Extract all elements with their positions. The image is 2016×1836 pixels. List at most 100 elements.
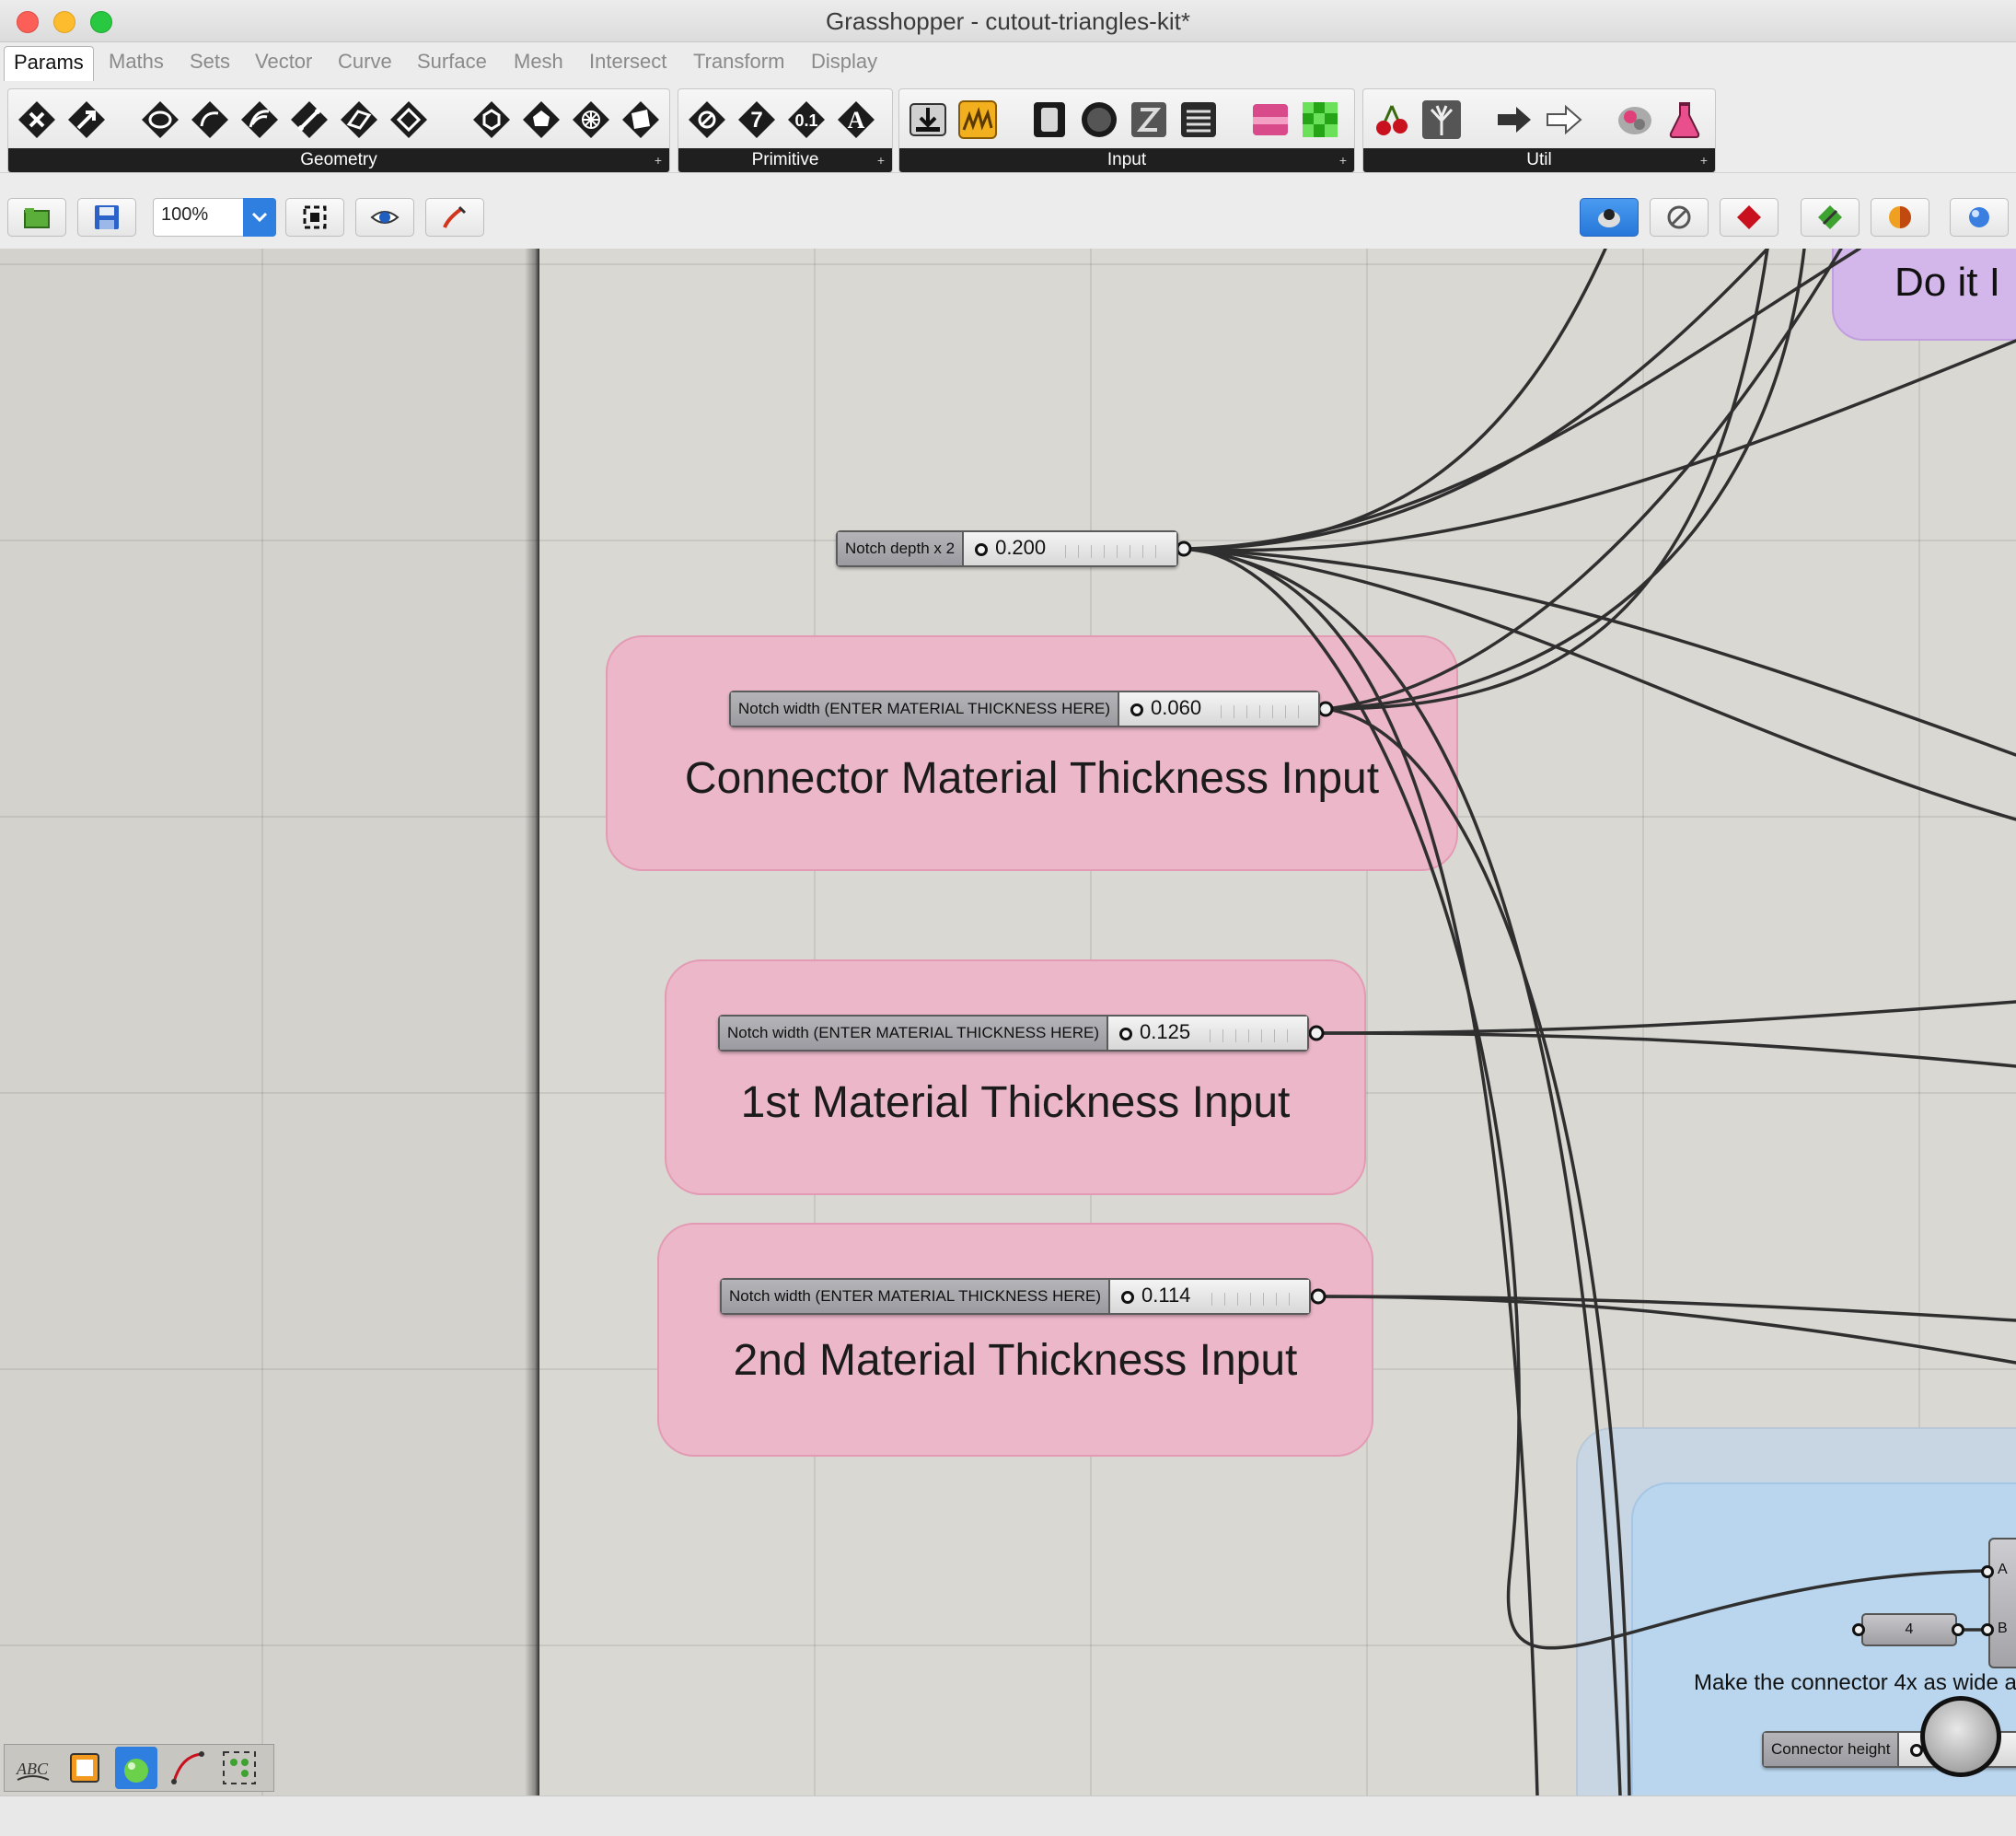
preview-render-button[interactable] xyxy=(1950,198,2009,237)
arrow-right-outline-icon[interactable] xyxy=(1542,99,1584,141)
close-window-button[interactable] xyxy=(17,11,39,33)
preview-wireframe-button[interactable] xyxy=(1650,198,1709,237)
slider-connector-notch-width-name: Notch width (ENTER MATERIAL THICKNESS HE… xyxy=(731,692,1119,726)
mesh-param-icon[interactable] xyxy=(570,99,612,141)
preview-material-button[interactable] xyxy=(1871,198,1929,237)
arrow-right-solid-icon[interactable] xyxy=(1492,99,1535,141)
plane-param-icon[interactable] xyxy=(338,99,380,141)
tab-display[interactable]: Display xyxy=(811,50,878,73)
slider-knob[interactable] xyxy=(1130,703,1143,716)
value-list-icon[interactable] xyxy=(1177,99,1220,141)
slider-knob[interactable] xyxy=(1121,1291,1134,1304)
fitness-landscape-icon[interactable] xyxy=(1614,99,1656,141)
multiplication-component[interactable]: A B xyxy=(1988,1538,2016,1668)
button-input-icon[interactable] xyxy=(1028,99,1071,141)
slider-knob[interactable] xyxy=(1119,1028,1132,1040)
vector-param-icon[interactable] xyxy=(65,99,108,141)
preview-mesh-button[interactable] xyxy=(1801,198,1860,237)
tab-maths[interactable]: Maths xyxy=(109,50,164,73)
slider-1st-notch-width-track[interactable]: 0.125 xyxy=(1108,1017,1307,1050)
integer-glyph: 7 xyxy=(750,108,762,133)
text-param-icon[interactable]: A xyxy=(835,99,877,141)
tab-surface[interactable]: Surface xyxy=(417,50,487,73)
circle-param-icon[interactable] xyxy=(139,99,181,141)
curve-widget-icon xyxy=(171,1751,204,1784)
panel-input-port[interactable] xyxy=(1852,1623,1865,1636)
number-param-icon[interactable]: 0.1 xyxy=(785,99,828,141)
panel-output-port[interactable] xyxy=(1952,1623,1964,1636)
cherry-picker-icon[interactable] xyxy=(1371,99,1413,141)
scribble-icon xyxy=(70,1753,99,1783)
window-title: Grasshopper - cutout-triangles-kit* xyxy=(826,7,1190,35)
zoom-window-button[interactable] xyxy=(90,11,112,33)
minimize-window-button[interactable] xyxy=(53,11,75,33)
flask-icon[interactable] xyxy=(1663,99,1706,141)
text-tag-widget-button[interactable]: ABC xyxy=(12,1747,54,1789)
ribbon-group-primitive: 7 0.1 A Primitive+ xyxy=(678,88,893,173)
zoom-extents-icon xyxy=(303,205,327,229)
boolean-toggle-icon[interactable] xyxy=(1078,99,1120,141)
slider-knob[interactable] xyxy=(975,543,989,556)
gradient-icon[interactable] xyxy=(1249,99,1292,141)
slider-notch-depth-track[interactable]: 0.200 xyxy=(964,532,1176,565)
point-param-icon[interactable] xyxy=(16,99,58,141)
tab-sets[interactable]: Sets xyxy=(190,50,231,73)
zoom-extents-button[interactable] xyxy=(285,198,344,237)
grasshopper-canvas[interactable]: Do it I Connector Material Thickness Inp… xyxy=(0,249,2016,1795)
group-connector-material-thickness[interactable]: Connector Material Thickness Input xyxy=(606,635,1458,871)
tab-intersect[interactable]: Intersect xyxy=(589,50,667,73)
surface-param-icon[interactable] xyxy=(620,99,662,141)
curve-widget-button[interactable] xyxy=(167,1747,209,1789)
tab-vector[interactable]: Vector xyxy=(255,50,313,73)
component-ribbon: Geometry+ 7 0.1 A Primitive+ Input+ xyxy=(0,81,2016,173)
canvas-radial-menu[interactable] xyxy=(1920,1696,2001,1777)
data-dam-icon[interactable] xyxy=(1420,99,1463,141)
slider-notch-depth[interactable]: Notch depth x 2 0.200 xyxy=(836,530,1178,567)
tab-params[interactable]: Params xyxy=(4,46,94,81)
boolean-param-icon[interactable] xyxy=(686,99,728,141)
wireframe-preview-icon xyxy=(1667,205,1691,229)
preview-toggle-button[interactable] xyxy=(355,198,414,237)
line-param-icon[interactable] xyxy=(288,99,330,141)
rectangle-param-icon[interactable] xyxy=(388,99,430,141)
input-a-port[interactable] xyxy=(1981,1565,1994,1578)
slider-1st-notch-width-name: Notch width (ENTER MATERIAL THICKNESS HE… xyxy=(720,1017,1108,1050)
group-2nd-material-thickness[interactable]: 2nd Material Thickness Input xyxy=(657,1223,1373,1457)
sketch-tool-button[interactable] xyxy=(425,198,484,237)
curve-param-icon[interactable] xyxy=(238,99,281,141)
save-file-button[interactable] xyxy=(77,198,136,237)
zoom-dropdown-chevron-icon[interactable] xyxy=(243,198,276,237)
brep-param-icon[interactable] xyxy=(520,99,562,141)
open-file-button[interactable] xyxy=(7,198,66,237)
digit-scroller-icon[interactable] xyxy=(1128,99,1170,141)
scribble-widget-button[interactable] xyxy=(64,1747,106,1789)
canvas-divider xyxy=(525,249,539,1795)
group-do-it[interactable]: Do it I xyxy=(1832,249,2016,341)
input-b-label: B xyxy=(1998,1621,2008,1636)
integer-param-icon[interactable]: 7 xyxy=(736,99,778,141)
input-b-port[interactable] xyxy=(1981,1623,1994,1636)
arc-param-icon[interactable] xyxy=(189,99,231,141)
group-1st-material-thickness[interactable]: 1st Material Thickness Input xyxy=(665,959,1366,1195)
panel-multiplier[interactable]: 4 xyxy=(1861,1613,1957,1646)
colour-swatch-icon[interactable] xyxy=(1299,99,1341,141)
slider-connector-notch-width-track[interactable]: 0.060 xyxy=(1119,692,1318,726)
ribbon-group-label-geometry: Geometry+ xyxy=(8,148,669,172)
tab-transform[interactable]: Transform xyxy=(693,50,785,73)
tab-mesh[interactable]: Mesh xyxy=(514,50,563,73)
preview-widget-button[interactable] xyxy=(115,1747,157,1789)
slider-ticks xyxy=(1211,1293,1296,1306)
slider-2nd-notch-width-track[interactable]: 0.114 xyxy=(1110,1280,1309,1313)
slider-1st-notch-width[interactable]: Notch width (ENTER MATERIAL THICKNESS HE… xyxy=(718,1015,1309,1052)
tab-curve[interactable]: Curve xyxy=(338,50,392,73)
graph-mapper-icon[interactable] xyxy=(956,99,999,141)
slider-2nd-notch-width-name: Notch width (ENTER MATERIAL THICKNESS HE… xyxy=(722,1280,1110,1313)
preview-shaded-button[interactable] xyxy=(1580,198,1639,237)
slider-connector-notch-width[interactable]: Notch width (ENTER MATERIAL THICKNESS HE… xyxy=(729,691,1320,727)
cluster-widget-button[interactable] xyxy=(218,1747,261,1789)
box-param-icon[interactable] xyxy=(470,99,513,141)
slider-2nd-notch-width[interactable]: Notch width (ENTER MATERIAL THICKNESS HE… xyxy=(720,1278,1311,1315)
import-icon[interactable] xyxy=(907,99,949,141)
preview-selected-button[interactable] xyxy=(1720,198,1778,237)
render-preview-icon xyxy=(1969,207,1989,227)
